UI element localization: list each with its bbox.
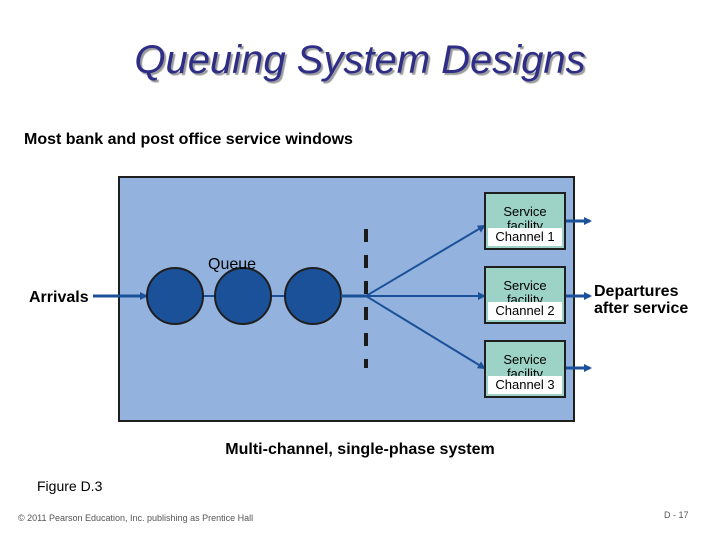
slide-subtitle: Most bank and post office service window…	[24, 131, 353, 148]
system-caption: Multi-channel, single-phase system	[225, 441, 495, 458]
arrivals-label: Arrivals	[29, 289, 89, 306]
queue-customer	[214, 267, 272, 325]
service-facility-channel-3: Service facility Channel 3	[484, 340, 566, 398]
queue-label: Queue	[208, 256, 257, 273]
service-facility-label: Service	[503, 352, 547, 367]
service-facility-channel-2: Service facility Channel 2	[484, 266, 566, 324]
copyright-notice: © 2011 Pearson Education, Inc. publishin…	[18, 513, 254, 523]
branch-channel-1	[365, 224, 486, 297]
channel-label: Channel 1	[488, 228, 562, 246]
departures-label-line: Departures	[594, 283, 679, 300]
branch-channel-3	[365, 295, 486, 370]
departures-label-line: after service	[594, 300, 689, 317]
slide-title: Queuing System Designs	[134, 38, 586, 82]
service-facility-label: Service	[503, 204, 547, 219]
channel-label: Channel 3	[488, 376, 562, 394]
queue-customer	[284, 267, 342, 325]
service-facility-channel-1: Service facility Channel 1	[484, 192, 566, 250]
queue-customer	[146, 267, 204, 325]
page-number: D - 17	[664, 510, 689, 520]
figure-label: Figure D.3	[37, 478, 103, 494]
channel-label: Channel 2	[488, 302, 562, 320]
departures-label: Departures after service	[594, 283, 688, 317]
service-facility-label: Service	[503, 278, 547, 293]
